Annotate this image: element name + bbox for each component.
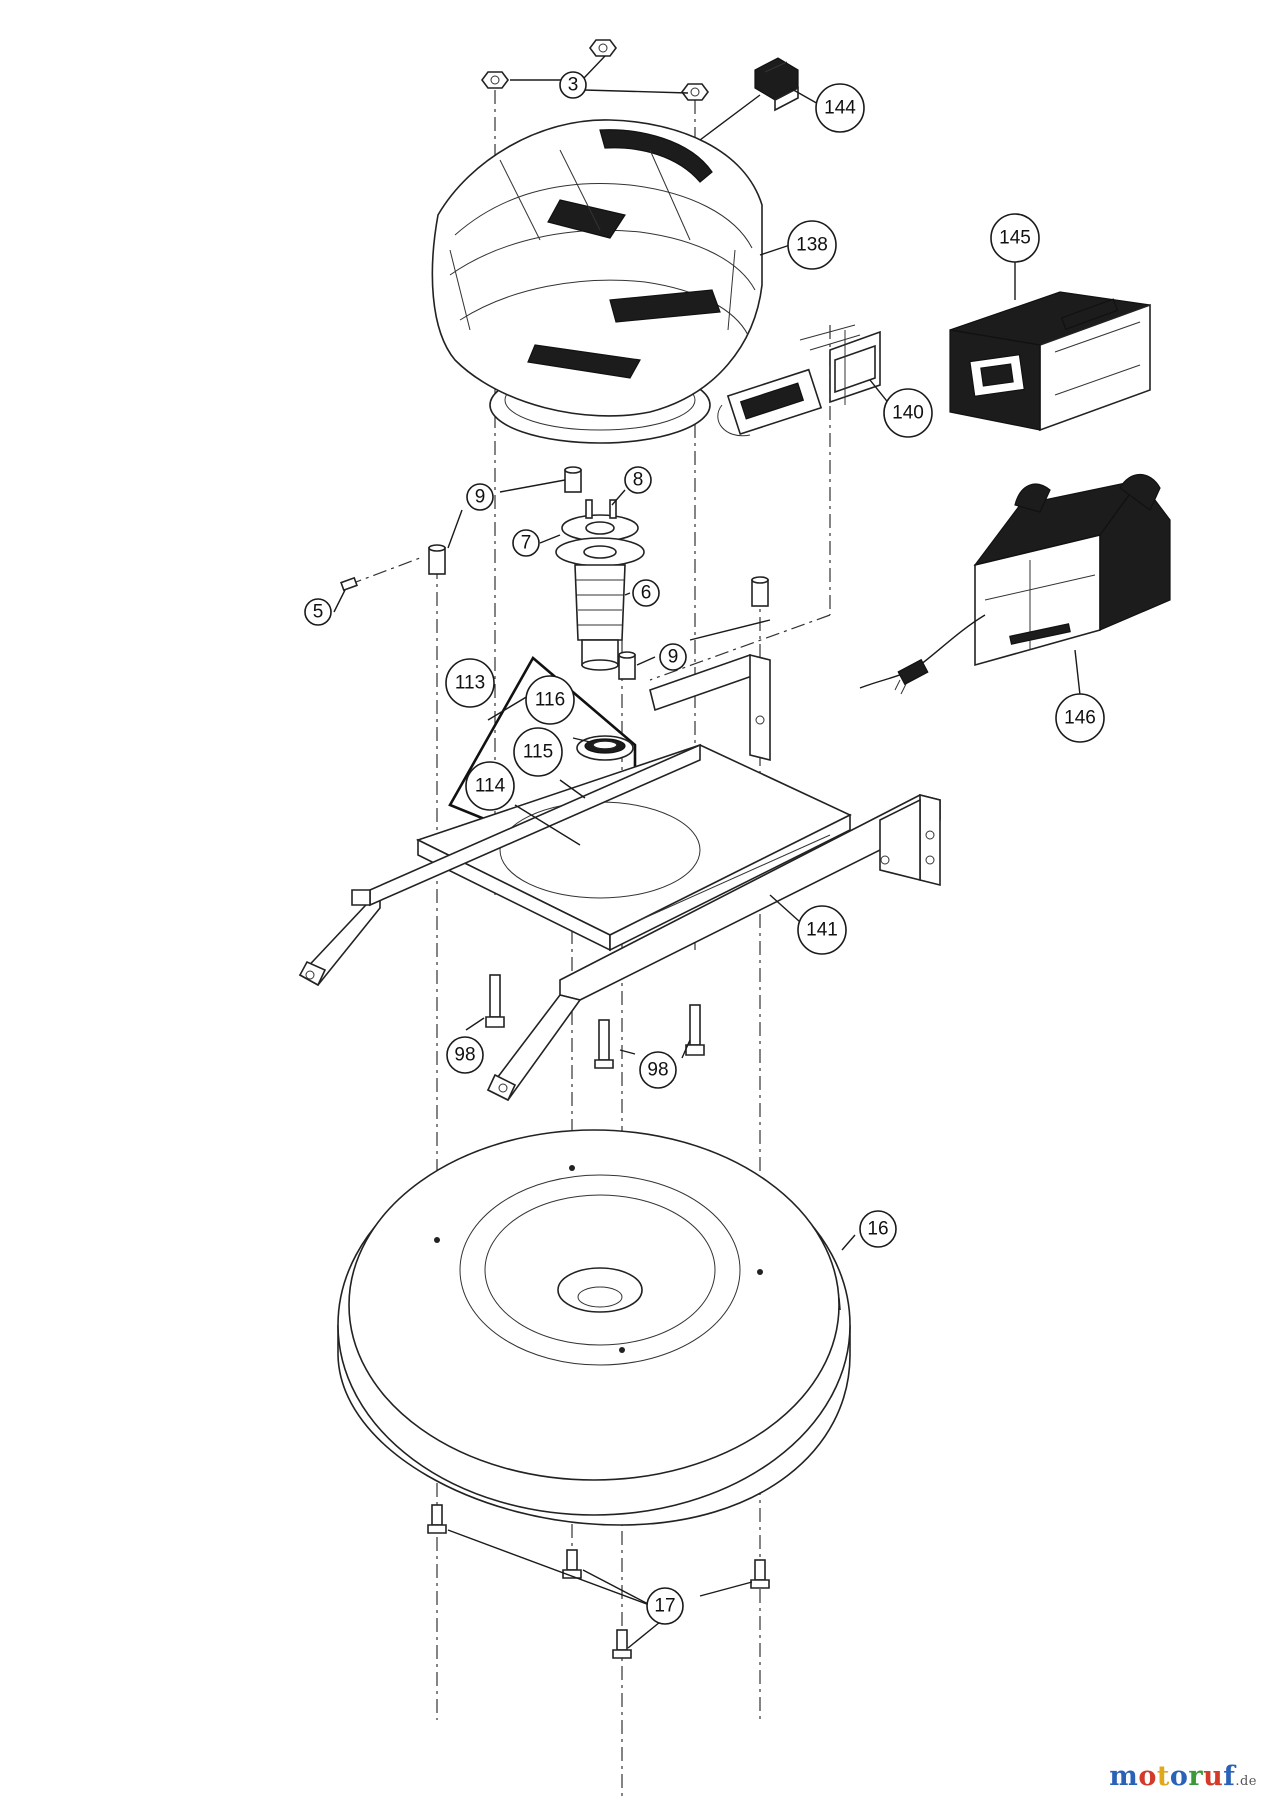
callout-98-left: 98	[446, 1036, 484, 1074]
battery-pack	[949, 291, 1151, 432]
svg-text:141: 141	[806, 920, 838, 941]
callout-114: 114	[465, 761, 515, 811]
callout-140: 140	[883, 388, 933, 438]
callout-116: 116	[525, 675, 575, 725]
svg-text:7: 7	[521, 533, 532, 554]
spacer-right	[751, 576, 769, 607]
motor-cover	[431, 119, 763, 444]
callout-113: 113	[445, 658, 495, 708]
spacer-left	[428, 544, 446, 575]
svg-text:116: 116	[535, 690, 565, 711]
screw-right	[750, 1559, 770, 1589]
callout-138: 138	[787, 220, 837, 270]
connector-plug	[754, 57, 799, 112]
nut-top-left	[481, 71, 509, 89]
leader-lines	[333, 55, 1081, 1649]
callout-5: 5	[304, 598, 332, 626]
svg-text:5: 5	[313, 602, 324, 623]
svg-text:17: 17	[654, 1596, 675, 1617]
callout-115: 115	[513, 727, 563, 777]
pin	[340, 576, 358, 592]
callout-144: 144	[815, 83, 865, 133]
wm-suffix: .de	[1235, 1774, 1257, 1789]
spacer-center	[618, 651, 636, 680]
wm-letter: o	[1169, 1761, 1189, 1792]
svg-text:114: 114	[475, 776, 506, 797]
callout-3: 3	[559, 71, 587, 99]
svg-text:3: 3	[568, 75, 579, 96]
bolt-center	[594, 1019, 614, 1069]
svg-text:146: 146	[1064, 708, 1096, 729]
callout-145: 145	[990, 213, 1040, 263]
deck-base	[337, 1129, 851, 1526]
wm-letter: u	[1203, 1761, 1224, 1792]
wm-letter: o	[1138, 1761, 1157, 1792]
callout-9-lower: 9	[659, 643, 687, 671]
callout-6: 6	[632, 579, 660, 607]
svg-text:16: 16	[867, 1219, 888, 1240]
callout-8: 8	[624, 466, 652, 494]
svg-text:140: 140	[892, 403, 924, 424]
svg-text:138: 138	[796, 235, 828, 256]
wm-letter: m	[1109, 1761, 1139, 1792]
wm-letter: r	[1188, 1761, 1204, 1792]
switch-assembly	[717, 324, 881, 437]
callout-141: 141	[797, 905, 847, 955]
svg-text:115: 115	[523, 742, 553, 763]
svg-text:9: 9	[668, 647, 679, 668]
wm-letter: f	[1223, 1761, 1236, 1792]
watermark-logo: motoruf.de	[1109, 1761, 1257, 1792]
svg-text:113: 113	[455, 673, 485, 694]
callout-9-upper: 9	[466, 483, 494, 511]
charger	[859, 473, 1171, 695]
bolt-left	[485, 974, 505, 1028]
callout-98-right: 98	[639, 1051, 677, 1089]
screw-bottom	[612, 1629, 632, 1659]
nut-top-center	[589, 39, 617, 57]
svg-text:98: 98	[454, 1045, 475, 1066]
callout-16: 16	[859, 1210, 897, 1248]
spacer-upper	[564, 466, 582, 493]
svg-text:144: 144	[824, 98, 856, 119]
svg-text:6: 6	[641, 583, 652, 604]
nut-top-right	[681, 83, 709, 101]
hub-assembly	[555, 499, 645, 671]
svg-text:8: 8	[633, 470, 644, 491]
screw-center	[562, 1549, 582, 1579]
callout-7: 7	[512, 529, 540, 557]
frame	[298, 653, 941, 1102]
bearing-upper	[576, 735, 634, 761]
callout-146: 146	[1055, 693, 1105, 743]
wm-letter: t	[1156, 1761, 1170, 1792]
svg-text:98: 98	[647, 1060, 668, 1081]
bolt-right	[685, 1004, 705, 1056]
svg-text:9: 9	[475, 487, 486, 508]
svg-text:145: 145	[999, 228, 1031, 249]
callout-17: 17	[646, 1587, 684, 1625]
screw-left	[427, 1504, 447, 1534]
